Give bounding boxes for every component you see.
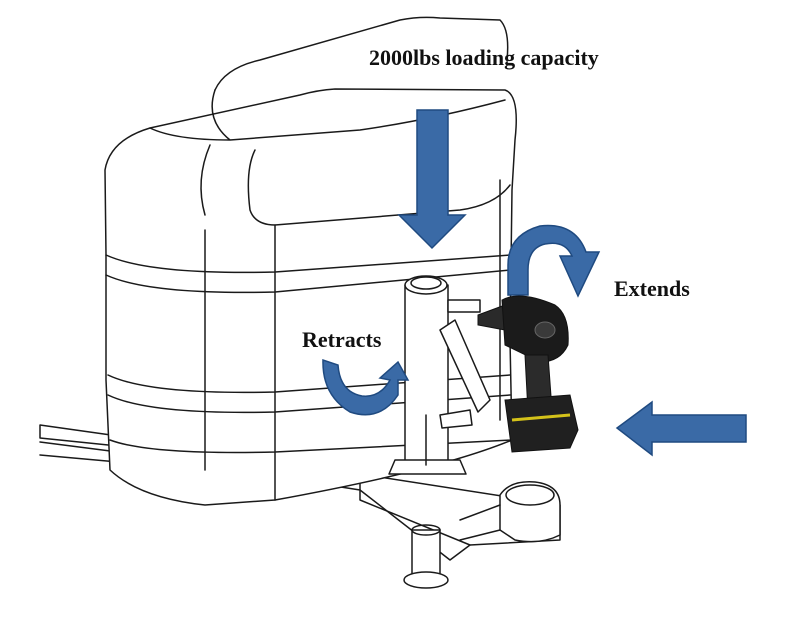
retracts-label: Retracts: [302, 327, 382, 352]
arrow-left-icon: [615, 400, 747, 457]
retract-rotate-arrow: [322, 358, 410, 416]
capacity-label: 2000lbs loading capacity: [369, 45, 599, 70]
tongue-jack: [388, 275, 491, 589]
extend-rotate-arrow: [507, 224, 601, 298]
power-drill-icon: [477, 295, 579, 453]
extends-label: Extends: [614, 276, 690, 301]
tank-cover: [104, 16, 517, 506]
arrow-down-icon: [397, 109, 467, 250]
coupler: [459, 481, 561, 543]
